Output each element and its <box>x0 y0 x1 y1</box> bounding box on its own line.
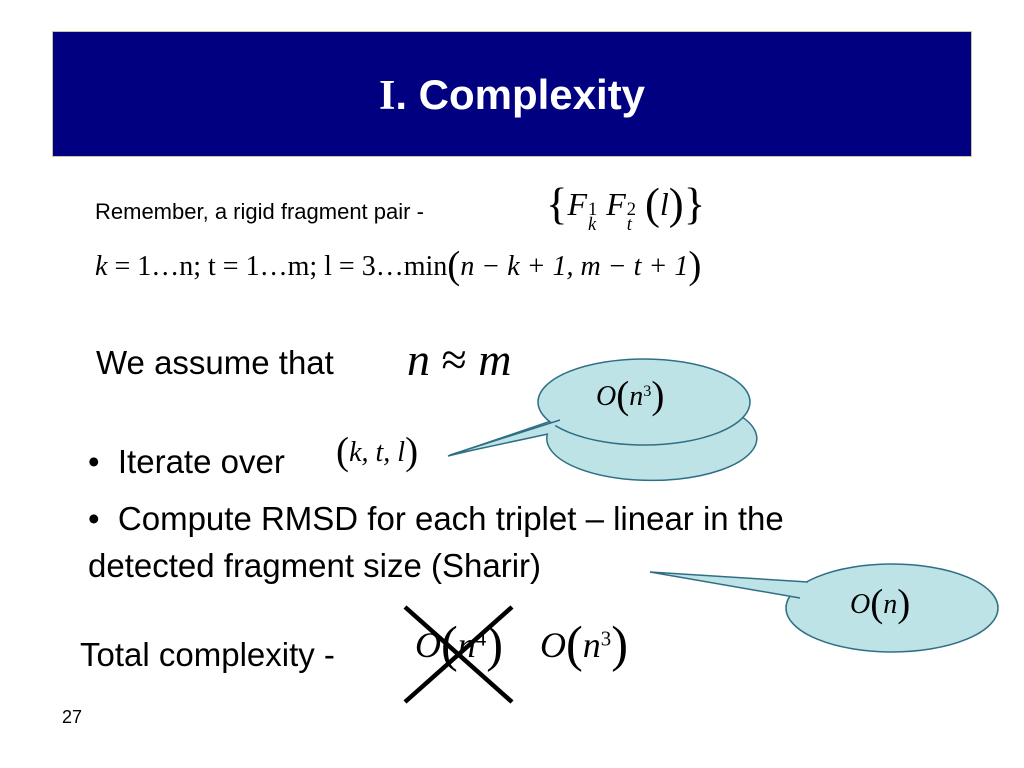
remember-text: Remember, a rigid fragment pair - <box>95 199 424 224</box>
range-values: = 1…n; t = 1…m; l = 3…min <box>114 250 448 282</box>
expr-m: m <box>478 334 512 385</box>
cross-line-2 <box>403 605 514 704</box>
page-number: 27 <box>62 707 83 727</box>
range-args: n − k + 1, m − t + 1 <box>460 250 689 282</box>
bullet-1: • Iterate over <box>88 443 285 480</box>
callout-bubble-1-body <box>537 358 751 446</box>
callout-2-text: O(n) <box>850 582 911 625</box>
bullet-1-math: (k, t, l) <box>336 430 419 473</box>
expr-n: n <box>407 334 430 385</box>
assumption-expr: n ≈ m <box>407 333 511 386</box>
bullet-2: • Compute RMSD for each triplet – linear… <box>88 500 784 537</box>
title-bar: I. Complexity <box>52 31 972 157</box>
range-formula: k = 1…n; t = 1…m; l = 3…min(n − k + 1, m… <box>95 244 702 287</box>
assumption-label: We assume that <box>96 344 334 381</box>
result-complexity: O(n3) <box>540 616 628 673</box>
expr-rel: ≈ <box>441 334 467 385</box>
crossed-complexity: O(n4) <box>415 616 503 673</box>
callout-bubble-2-tail <box>649 571 809 599</box>
title-numeral: I <box>378 73 396 119</box>
bullet-1-text: Iterate over <box>117 443 285 480</box>
slide-title: I. Complexity <box>53 70 971 121</box>
callout-bubble-2-body <box>785 563 999 653</box>
callout-1-text: O(n3) <box>596 374 665 417</box>
total-label: Total complexity - <box>80 636 335 673</box>
range-k: k <box>95 250 108 282</box>
bullet-2-text: Compute RMSD for each triplet – linear i… <box>117 500 784 537</box>
title-text: . Complexity <box>395 71 646 118</box>
callout-bubble-1-tail <box>449 419 561 456</box>
bullet-2-continuation: detected fragment size (Sharir) <box>88 547 542 584</box>
